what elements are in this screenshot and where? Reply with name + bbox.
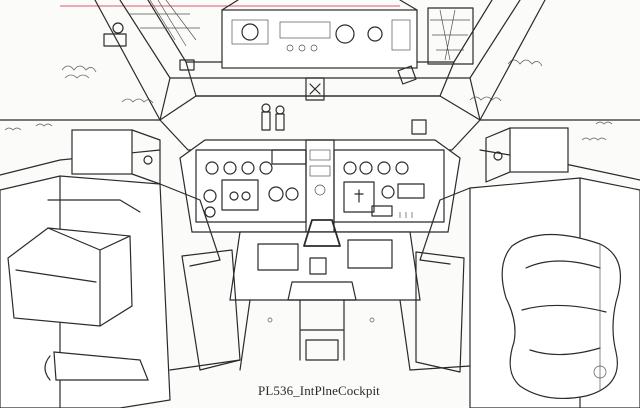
overhead-console: [221, 9, 418, 69]
drawing-slug-label: PL536_IntPlneCockpit: [258, 383, 380, 398]
compass-housing: [305, 77, 325, 101]
throttle-quadrant: [303, 219, 341, 247]
right-seat-cushion: [501, 233, 622, 400]
instrument-panel: [179, 139, 461, 233]
ceiling-frame: [103, 0, 521, 121]
side-brackets: [71, 127, 569, 185]
right-side-panel: [415, 251, 465, 373]
right-instrument-pod: [333, 149, 445, 223]
right-pilot-seat: [415, 177, 640, 408]
windshield: [159, 65, 481, 151]
left-headrest-bracket: [71, 129, 133, 175]
left-side-panel: [181, 249, 241, 371]
left-seat-rail: [53, 351, 149, 381]
right-headrest-bracket: [509, 127, 569, 173]
background-clouds: [4, 59, 613, 141]
right-mesh-panel: [427, 7, 474, 65]
center-console: [229, 219, 421, 371]
floor-line: [169, 359, 471, 371]
left-pilot-seat: [0, 175, 241, 408]
